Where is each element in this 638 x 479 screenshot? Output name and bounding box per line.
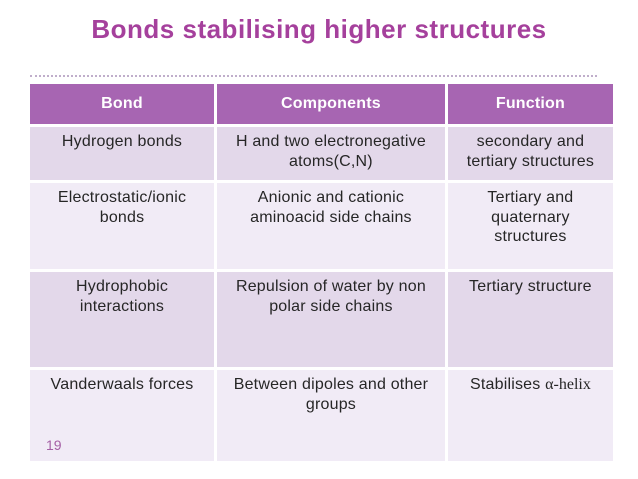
table-cell-function: Stabilises α-helix xyxy=(447,370,613,461)
table-header-components: Components xyxy=(217,84,445,124)
table-cell-function: Tertiary structure xyxy=(447,272,613,367)
table-cell-bond: Electrostatic/ionic bonds xyxy=(30,183,215,269)
table-cell-bond: Hydrophobic interactions xyxy=(30,272,215,367)
page-number: 19 xyxy=(46,437,62,453)
alpha-helix-text: α-helix xyxy=(545,376,591,393)
table-header-function: Function xyxy=(447,84,613,124)
table-cell-function: Tertiary and quaternary structures xyxy=(447,183,613,269)
table-cell-components: Repulsion of water by non polar side cha… xyxy=(217,272,445,367)
table-cell-components: H and two electronegative atoms(C,N) xyxy=(217,127,445,180)
table-cell-components: Between dipoles and other groups xyxy=(217,370,445,461)
table-cell-components: Anionic and cationic aminoacid side chai… xyxy=(217,183,445,269)
bonds-table: Bond Components Function Hydrogen bonds … xyxy=(30,84,613,461)
title-separator-dotted-line xyxy=(30,75,597,77)
table-cell-bond: Vanderwaals forces xyxy=(30,370,215,461)
slide-title: Bonds stabilising higher structures xyxy=(91,14,547,44)
table-header-bond: Bond xyxy=(30,84,215,124)
table-cell-bond: Hydrogen bonds xyxy=(30,127,215,180)
function-text: Stabilises xyxy=(470,376,546,393)
table-cell-function: secondary and tertiary structures xyxy=(447,127,613,180)
